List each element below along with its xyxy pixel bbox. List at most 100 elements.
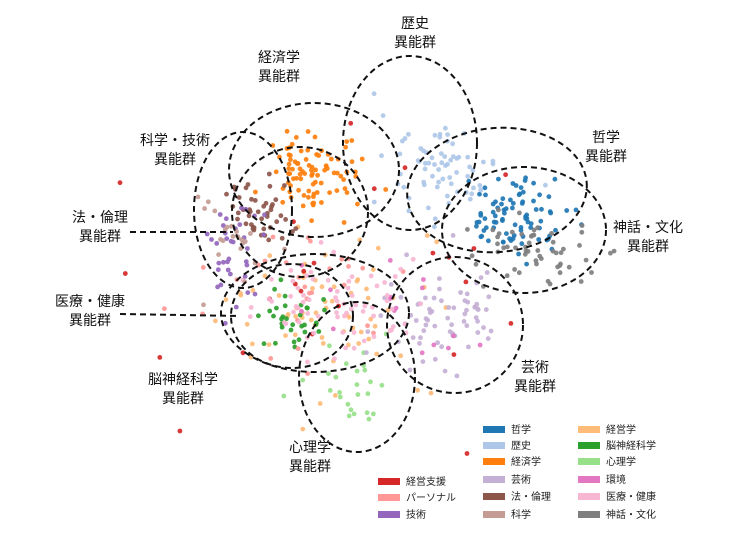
point-0-81 <box>503 206 509 212</box>
point-5-17 <box>333 374 339 380</box>
point-11-19 <box>334 298 340 304</box>
point-9-20 <box>365 323 370 329</box>
point-7-59 <box>475 307 481 312</box>
point-3-51 <box>319 284 325 290</box>
point-11-27 <box>384 293 390 298</box>
point-7-2 <box>449 322 454 328</box>
legend-swatch-7 <box>483 476 505 483</box>
point-6-3 <box>122 271 128 276</box>
point-3-17 <box>283 333 288 338</box>
point-0-69 <box>508 238 514 244</box>
point-11-35 <box>348 306 354 312</box>
point-5-13 <box>300 377 306 383</box>
cluster-ellipse-7 <box>220 253 410 373</box>
point-0-19 <box>499 201 504 207</box>
point-14-50 <box>496 231 502 237</box>
point-12-1 <box>262 212 267 218</box>
point-11-45 <box>291 309 296 315</box>
point-6-19 <box>503 172 508 178</box>
cluster-label-0-line2: 異能群 <box>394 35 436 51</box>
point-1-23 <box>447 175 453 180</box>
point-11-43 <box>331 249 337 255</box>
point-9-6 <box>200 265 206 270</box>
point-3-20 <box>250 341 255 347</box>
point-14-27 <box>465 227 470 232</box>
point-12-2 <box>242 274 248 279</box>
point-11-54 <box>374 283 380 289</box>
point-0-74 <box>500 239 506 245</box>
point-9-16 <box>346 264 351 269</box>
point-3-30 <box>300 426 306 432</box>
point-1-47 <box>465 173 471 179</box>
point-6-4 <box>463 279 469 285</box>
point-7-12 <box>450 233 456 238</box>
point-12-6 <box>239 205 244 211</box>
point-2-42 <box>310 171 315 177</box>
point-10-0 <box>236 195 242 200</box>
point-12-29 <box>228 271 233 277</box>
point-14-38 <box>577 243 582 248</box>
point-12-34 <box>220 223 226 228</box>
point-3-5 <box>250 288 256 293</box>
point-4-30 <box>274 305 279 311</box>
point-2-56 <box>316 153 322 158</box>
point-3-68 <box>365 295 371 301</box>
point-10-39 <box>259 216 264 222</box>
point-2-67 <box>327 190 332 196</box>
point-9-2 <box>307 290 312 296</box>
point-6-12 <box>402 165 408 171</box>
point-12-19 <box>221 259 226 265</box>
point-10-8 <box>246 213 252 219</box>
point-7-53 <box>485 336 491 341</box>
point-0-83 <box>474 223 479 229</box>
point-7-9 <box>445 315 451 321</box>
point-7-17 <box>462 311 468 317</box>
point-12-32 <box>225 259 230 265</box>
point-2-18 <box>328 156 334 162</box>
point-1-36 <box>467 196 473 202</box>
leader-line-1 <box>119 313 241 317</box>
point-11-33 <box>300 299 306 305</box>
point-4-17 <box>282 303 288 309</box>
point-11-32 <box>301 292 306 298</box>
point-2-47 <box>349 159 355 165</box>
point-2-80 <box>314 190 320 195</box>
point-4-21 <box>297 312 303 318</box>
point-2-27 <box>306 194 311 200</box>
point-3-46 <box>293 314 299 319</box>
cluster-label-1-line1: 経済学 <box>258 50 300 66</box>
point-0-52 <box>520 199 526 205</box>
point-12-8 <box>233 304 239 310</box>
point-7-69 <box>442 368 448 374</box>
point-2-84 <box>286 152 292 158</box>
point-11-53 <box>325 277 331 283</box>
point-5-22 <box>327 343 332 349</box>
point-1-13 <box>467 164 472 170</box>
point-1-38 <box>432 132 438 138</box>
point-7-15 <box>488 328 494 334</box>
point-0-40 <box>552 176 558 182</box>
point-3-35 <box>346 342 351 348</box>
point-0-31 <box>538 218 544 224</box>
point-12-30 <box>224 236 230 242</box>
point-14-42 <box>528 233 534 239</box>
point-14-20 <box>561 246 566 252</box>
cluster-label-4-line1: 神話・文化 <box>613 219 683 236</box>
point-7-63 <box>486 294 492 300</box>
point-0-66 <box>510 181 516 186</box>
point-1-2 <box>438 151 444 157</box>
point-9-15 <box>302 284 308 290</box>
point-1-68 <box>448 181 454 187</box>
point-11-9 <box>306 297 312 303</box>
point-11-16 <box>311 330 317 336</box>
point-14-43 <box>566 264 572 270</box>
point-14-2 <box>526 240 532 246</box>
point-11-0 <box>361 338 367 344</box>
point-14-22 <box>516 270 522 276</box>
point-0-48 <box>493 220 499 225</box>
point-2-6 <box>309 167 314 173</box>
point-11-67 <box>418 301 424 307</box>
point-1-52 <box>481 159 486 165</box>
point-7-21 <box>446 305 452 310</box>
point-11-49 <box>389 327 394 333</box>
